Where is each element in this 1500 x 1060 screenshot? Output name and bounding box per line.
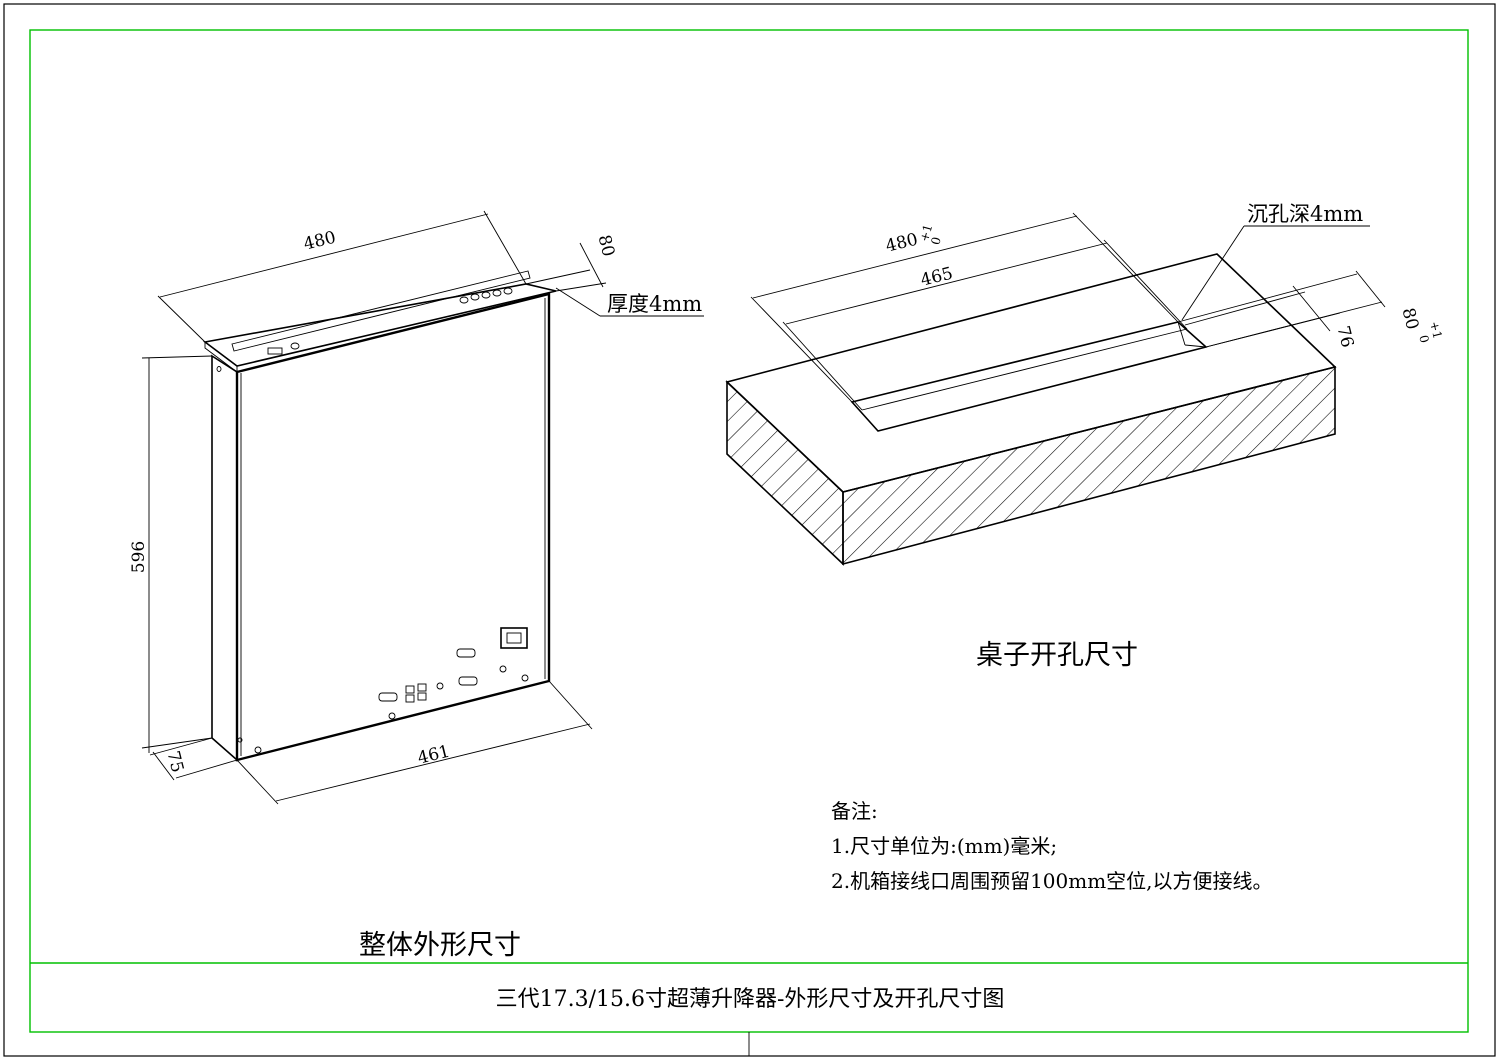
dim-596: 596	[129, 355, 213, 753]
recess-callout-label: 沉孔深4mm	[1247, 202, 1363, 226]
tol-480-upper: +1	[917, 223, 935, 244]
rear-connectors	[237, 627, 529, 754]
dim-596-label: 596	[129, 541, 149, 573]
dim-80-cutout-label: 80	[1398, 306, 1423, 332]
dim-75-label: 75	[163, 749, 188, 775]
note-item-2: 2.机箱接线口周围预留100mm空位,以方便接线。	[831, 869, 1273, 893]
dim-80-unit-label: 80	[594, 233, 619, 259]
dim-465-label: 465	[919, 264, 955, 291]
body-side	[211, 354, 238, 762]
top-plate	[203, 283, 557, 367]
cutout-view-caption: 桌子开孔尺寸	[976, 640, 1138, 671]
dim-480-unit: 480	[157, 210, 527, 343]
dim-480-cutout-label: 480	[884, 230, 920, 257]
unit-isometric-view: 480 80 厚度4mm 596 75	[129, 210, 704, 961]
notes: 备注: 1.尺寸单位为:(mm)毫米; 2.机箱接线口周围预留100mm空位,以…	[831, 799, 1273, 893]
body-front	[235, 292, 551, 762]
dim-461: 461	[236, 680, 593, 805]
tol-80-upper: +1	[1427, 320, 1445, 341]
top-slot	[231, 270, 531, 352]
tol-80-lower: 0	[1416, 334, 1431, 345]
note-item-1: 1.尺寸单位为:(mm)毫米;	[831, 834, 1057, 858]
drawing-title: 三代17.3/15.6寸超薄升降器-外形尺寸及开孔尺寸图	[496, 987, 1005, 1012]
tol-480-lower: 0	[928, 235, 944, 246]
dim-80-unit: 80	[525, 233, 619, 292]
dim-80-cutout: 80 +1 0	[1177, 270, 1445, 348]
slab-side-hatched	[726, 380, 844, 566]
thickness-callout: 厚度4mm	[555, 287, 704, 317]
recess-callout: 沉孔深4mm	[1181, 202, 1370, 321]
dim-76: 76	[1184, 285, 1358, 350]
control-buttons	[267, 287, 513, 355]
thickness-callout-label: 厚度4mm	[607, 292, 702, 316]
notes-heading: 备注:	[831, 799, 878, 823]
unit-view-caption: 整体外形尺寸	[359, 930, 521, 961]
dim-480-unit-label: 480	[302, 228, 338, 255]
cutout-isometric-view: 480 +1 0 465 76 80 +1 0	[725, 202, 1445, 671]
dim-465: 465	[782, 239, 1188, 411]
sheet-border	[3, 3, 1496, 1057]
dim-76-label: 76	[1333, 324, 1358, 350]
dim-461-label: 461	[416, 742, 452, 769]
dim-75: 75	[149, 737, 238, 781]
